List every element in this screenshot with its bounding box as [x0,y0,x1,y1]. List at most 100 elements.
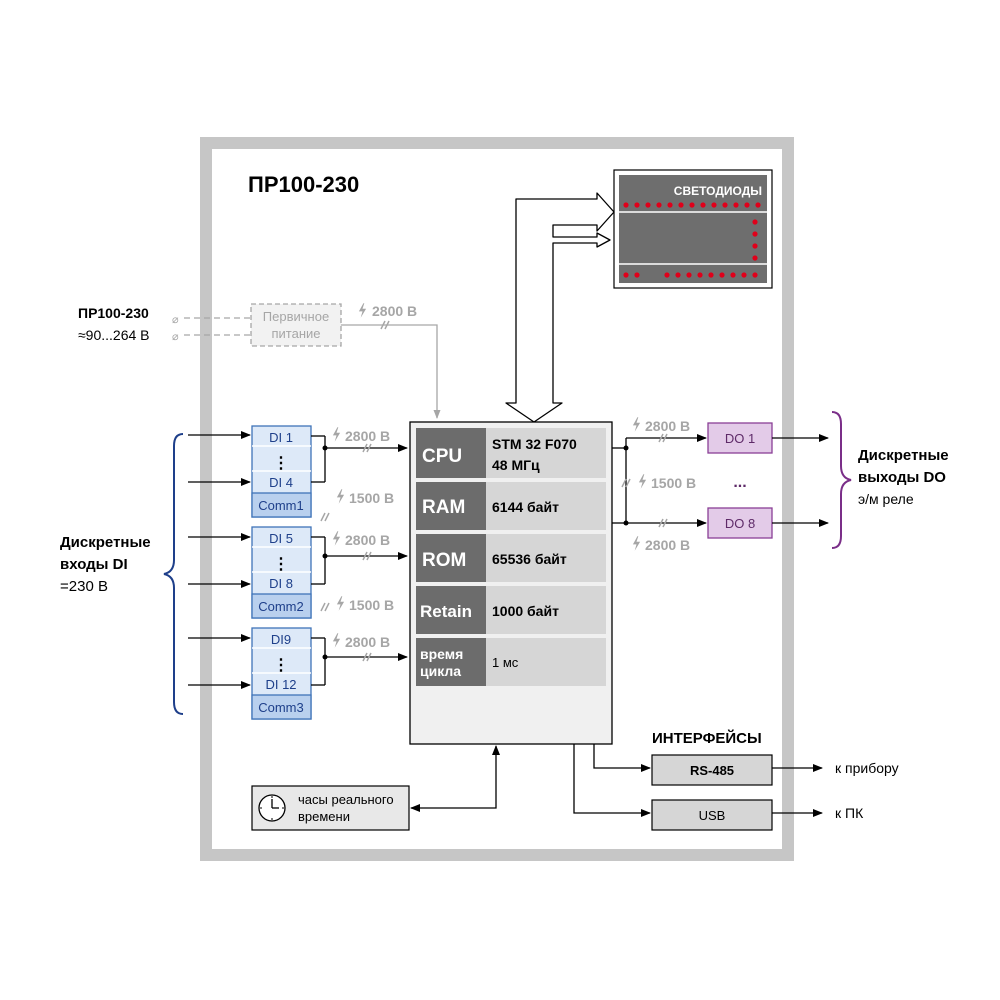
led-dot [623,272,629,278]
do-isolation-mid: 1500 В [651,475,696,491]
led-label: СВЕТОДИОДЫ [674,184,762,198]
outputs-label-line2: выходы DO [858,469,946,486]
clock-icon [258,794,286,822]
power-block-line2: питание [271,326,320,341]
retain-row-value: 1000 байт [492,603,559,619]
led-dot [667,202,673,208]
di-4-label: DI 4 [269,475,293,490]
retain-row-name: Retain [420,602,472,621]
outputs-label-line3: э/м реле [858,491,914,507]
cycle-row-value: 1 мс [492,655,519,670]
do-isolation-bottom: 2800 В [645,537,690,553]
rom-row-value: 65536 байт [492,551,567,567]
rs485-target: к прибору [835,760,899,776]
cpu-table: CPU STM 32 F070 48 МГц RAM 6144 байт ROM… [416,428,606,686]
led-panel: СВЕТОДИОДЫ [613,169,773,289]
power-terminal-2: ⌀ [172,331,179,343]
led-dot [697,272,703,278]
do-8-box [707,507,773,539]
ram-row-name: RAM [422,497,465,518]
ram-row-value: 6144 байт [492,499,559,515]
led-dot [730,272,736,278]
led-dot [689,202,695,208]
usb-label: USB [699,808,726,823]
di-input-arrows [188,431,251,689]
interfaces-title: ИНТЕРФЕЙСЫ [652,729,762,747]
comm3-label: Comm3 [258,700,304,715]
led-dot [752,219,758,225]
di-5-dots: ⋮ [273,556,289,573]
di-1-label: DI 1 [269,430,293,445]
di-between-2-isolation: 1500 В [349,597,394,613]
outputs-brace [831,411,852,549]
led-dot [645,202,651,208]
outputs-label-line1: Дискретные [858,447,949,464]
do-ellipsis: ... [733,474,746,491]
cpu-row-value-1: STM 32 F070 [492,436,577,452]
led-dot [752,272,758,278]
inputs-label-line2: входы DI [60,556,128,573]
inputs-label-line3: =230 В [60,578,108,595]
led-dot [711,202,717,208]
do-isolation-top: 2800 В [645,418,690,434]
power-block-line1: Первичное [263,309,329,324]
di-group-2: DI 5 ⋮ DI 8 Comm2 [251,526,312,619]
led-dot [752,255,758,261]
rtc-label-line1: часы реального [298,792,394,807]
cpu-row-value-2: 48 МГц [492,457,540,473]
di-to-cpu-lines [311,435,408,686]
rs485-label: RS-485 [690,763,734,778]
device-title: ПР100-230 [248,172,359,197]
comm2-label: Comm2 [258,599,304,614]
di-12-label: DI 12 [265,677,296,692]
led-dot [656,202,662,208]
power-isolation: 2800 В [372,303,417,319]
led-bus-arrow [505,192,615,423]
primary-power-block [250,303,342,347]
rs485-box [651,754,773,786]
cycle-row-name-2: цикла [420,663,461,679]
led-dot [634,202,640,208]
led-dot [700,202,706,208]
usb-box [651,799,773,831]
led-dot [708,272,714,278]
led-dot [675,272,681,278]
do-8-label: DO 8 [725,516,755,531]
di-between-1-isolation: 1500 В [349,490,394,506]
led-dot [623,202,629,208]
led-dot [678,202,684,208]
led-dot [733,202,739,208]
led-dot [722,202,728,208]
led-dot [686,272,692,278]
rtc-label-line2: времени [298,809,350,824]
inputs-brace [163,433,184,715]
led-dot [752,231,758,237]
di-9-dots: ⋮ [273,657,289,674]
led-dot [752,243,758,249]
led-dot [741,272,747,278]
do-1-box [707,422,773,454]
usb-target: к ПК [835,805,864,821]
led-dot [755,202,761,208]
do-1-label: DO 1 [725,431,755,446]
di-9-label: DI9 [271,632,291,647]
di-5-label: DI 5 [269,531,293,546]
rom-row-name: ROM [422,550,466,571]
di-1-dots: ⋮ [273,455,289,472]
inputs-label-line1: Дискретные [60,534,151,551]
cycle-row-name-1: время [420,646,463,662]
di-group-1: DI 1 ⋮ DI 4 Comm1 [251,425,312,518]
rtc-link [410,745,500,812]
led-dot [634,272,640,278]
di-8-label: DI 8 [269,576,293,591]
di-group1-isolation: 2800 В [345,428,390,444]
cpu-row-name: CPU [422,446,462,467]
power-voltage-label: ≈90...264 В [78,327,150,343]
led-dot [744,202,750,208]
comm1-label: Comm1 [258,498,304,513]
led-dot [719,272,725,278]
power-terminal-1: ⌀ [172,314,179,326]
power-device-label: ПР100-230 [78,305,149,321]
di-group2-isolation: 2800 В [345,532,390,548]
di-group-3: DI9 ⋮ DI 12 Comm3 [251,627,312,720]
